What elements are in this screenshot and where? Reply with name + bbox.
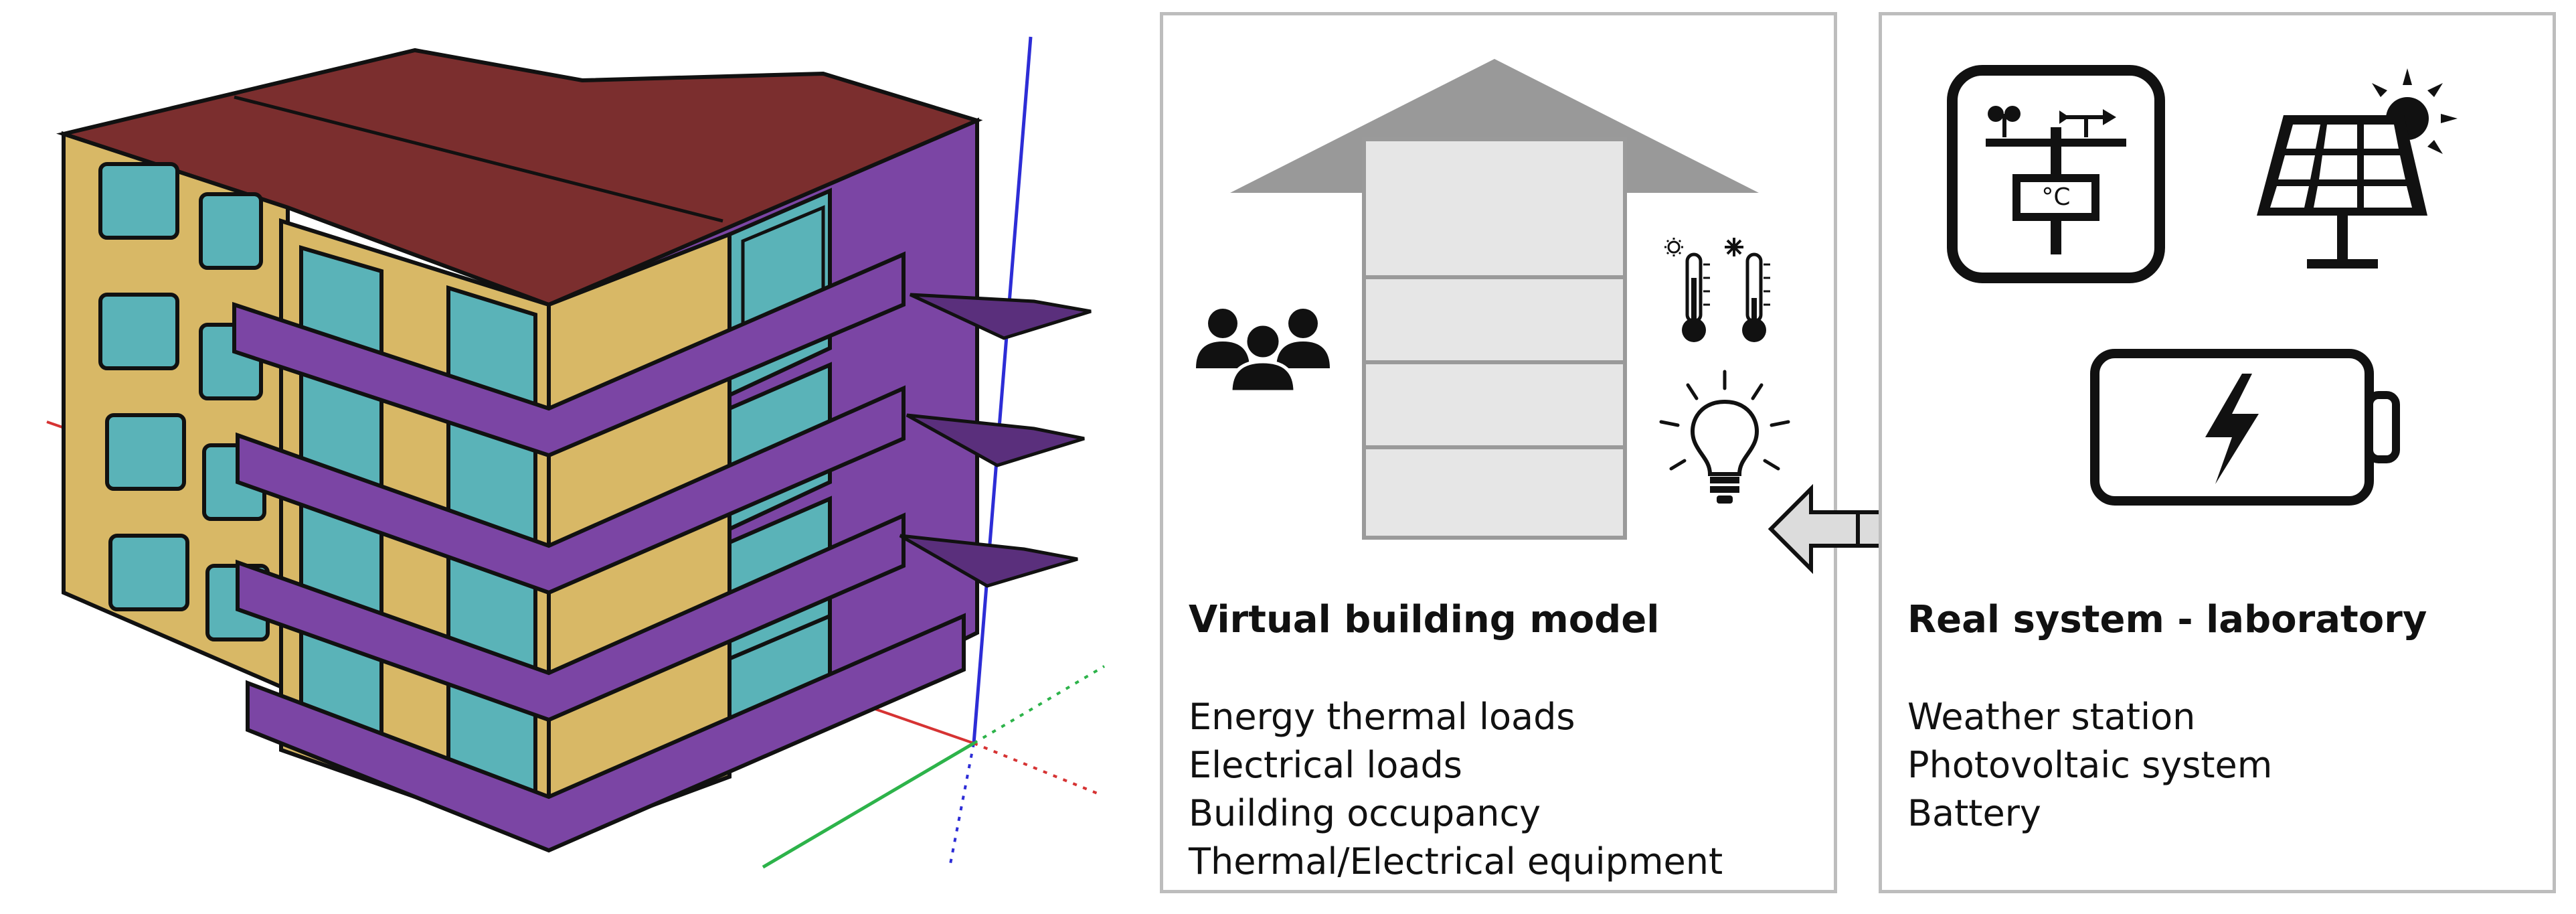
real-panel-list: Weather station Photovoltaic system Batt… bbox=[1907, 693, 2272, 838]
thermometer-sun-icon bbox=[1664, 238, 1710, 342]
weather-station-readout: °C bbox=[2041, 183, 2071, 211]
balcony-slabs bbox=[232, 251, 966, 853]
list-item: Thermal/Electrical equipment bbox=[1189, 840, 1723, 883]
virtual-panel-heading: Virtual building model bbox=[1189, 598, 1660, 641]
list-item: Photovoltaic system bbox=[1907, 744, 2273, 786]
light-bulb-icon bbox=[1659, 370, 1790, 504]
thermometer-snowflake-icon bbox=[1725, 238, 1770, 342]
house-icon bbox=[1230, 59, 1759, 540]
list-item: Building occupancy bbox=[1189, 792, 1541, 834]
left-facade-windows bbox=[98, 162, 270, 641]
list-item: Electrical loads bbox=[1189, 744, 1462, 786]
y-axis-dotted bbox=[972, 665, 1106, 745]
real-panel-heading: Real system - laboratory bbox=[1907, 598, 2427, 641]
y-axis-line bbox=[762, 741, 975, 869]
z-axis-line bbox=[972, 36, 1033, 744]
weather-station-icon bbox=[1947, 65, 2165, 283]
virtual-panel-list: Energy thermal loads Electrical loads Bu… bbox=[1189, 693, 1723, 886]
battery-icon bbox=[2090, 349, 2400, 506]
x-axis-dotted bbox=[973, 742, 1098, 795]
solar-panel-icon bbox=[2257, 68, 2458, 269]
cantilever-slabs bbox=[899, 293, 1092, 588]
building-3d-model bbox=[46, 36, 1106, 869]
roof-ridge bbox=[234, 95, 723, 223]
z-axis-dotted bbox=[949, 743, 975, 864]
list-item: Battery bbox=[1907, 792, 2041, 834]
list-item: Energy thermal loads bbox=[1189, 696, 1575, 738]
list-item: Weather station bbox=[1907, 696, 2196, 738]
occupancy-people-icon bbox=[1196, 309, 1330, 394]
